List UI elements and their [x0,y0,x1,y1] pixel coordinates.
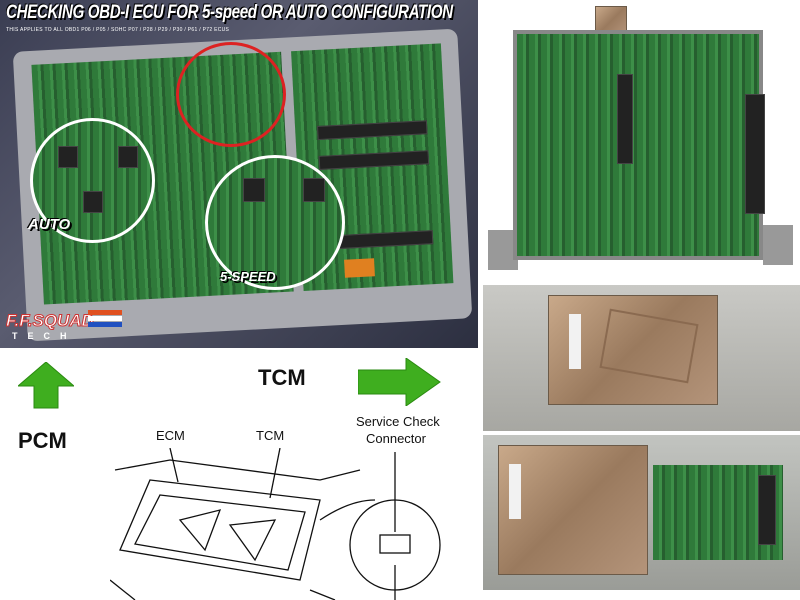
up-arrow-icon [18,362,74,410]
pcb [513,30,765,260]
subtitle: THIS APPLIES TO ALL OBD1 P06 / P05 / SOH… [6,27,230,33]
5speed-zoom-circle [205,155,345,290]
chip [617,74,633,164]
svg-text:F.F.SQUAD: F.F.SQUAD [6,311,94,330]
ecu-annotated-photo: CHECKING OBD-I ECU FOR 5-speed OR AUTO C… [0,0,478,348]
tcm-case [548,295,718,405]
tcm-pcb-photo [478,0,800,283]
ff-squad-logo: F.F.SQUAD TECH [6,306,136,342]
mount-tab [763,225,793,265]
case-sticker [569,314,581,369]
tcm-callout: TCM [256,428,285,443]
chip [58,146,78,168]
orange-chip [344,258,375,278]
case-sticker [509,464,521,519]
tcm-board [653,465,783,560]
tcm-label: TCM [258,365,306,390]
ecm-callout: ECM [156,428,185,443]
engine-bay-diagram [110,448,480,600]
connector [758,475,776,545]
chip [83,191,103,213]
auto-zoom-circle [30,118,155,243]
service-connector-label: Connector [366,431,426,446]
pcm-label: PCM [18,428,67,453]
tcm-cover [498,445,648,575]
highlight-circle [176,42,286,147]
page-title: CHECKING OBD-I ECU FOR 5-speed OR AUTO C… [6,2,453,23]
chip [118,146,138,168]
auto-label: AUTO [28,216,71,233]
chip [303,178,325,202]
right-arrow-icon [358,358,442,406]
tcm-open-photo [483,435,800,590]
chip [243,178,265,202]
5speed-label: 5-SPEED [220,269,276,284]
svg-text:TECH: TECH [12,331,77,341]
tcm-case-photo [483,285,800,431]
service-check-label: Service Check [356,414,440,429]
connector [745,94,765,214]
case-embossing [599,308,699,384]
